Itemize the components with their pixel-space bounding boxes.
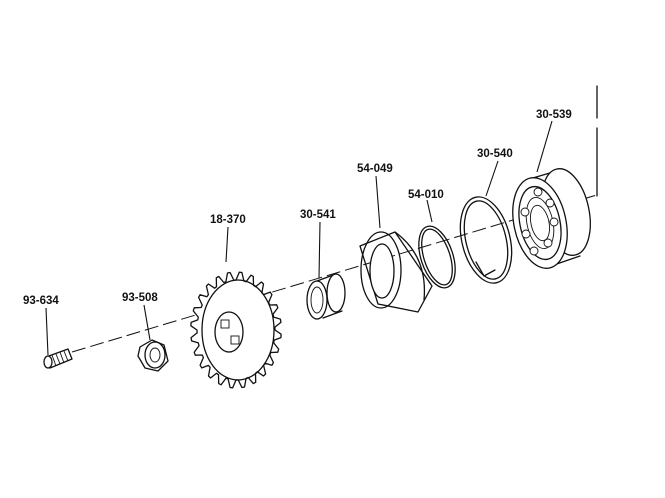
- part-93-508[interactable]: [137, 339, 169, 372]
- part-54-010[interactable]: [412, 222, 462, 293]
- center-axis: [71, 193, 601, 353]
- spacer-body: [359, 231, 433, 313]
- part-labels: 93-634 93-508 18-370 30-541 54-049 54-01…: [23, 109, 572, 307]
- part-54-049-highlighted[interactable]: [359, 231, 433, 313]
- label-54-049[interactable]: 54-049: [357, 163, 393, 175]
- label-54-010[interactable]: 54-010: [408, 189, 444, 201]
- part-18-370[interactable]: [190, 271, 282, 389]
- leader-lines: [45, 120, 553, 356]
- part-30-539[interactable]: [505, 164, 598, 273]
- label-18-370[interactable]: 18-370: [210, 214, 246, 226]
- label-30-539[interactable]: 30-539: [536, 109, 572, 121]
- part-30-541[interactable]: [306, 273, 346, 320]
- label-93-634[interactable]: 93-634: [23, 295, 59, 307]
- part-30-540[interactable]: [452, 192, 520, 289]
- label-30-540[interactable]: 30-540: [477, 148, 513, 160]
- part-93-634[interactable]: [43, 348, 73, 369]
- label-93-508[interactable]: 93-508: [122, 292, 158, 304]
- label-30-541[interactable]: 30-541: [300, 209, 336, 221]
- bearing-balls: [520, 187, 559, 256]
